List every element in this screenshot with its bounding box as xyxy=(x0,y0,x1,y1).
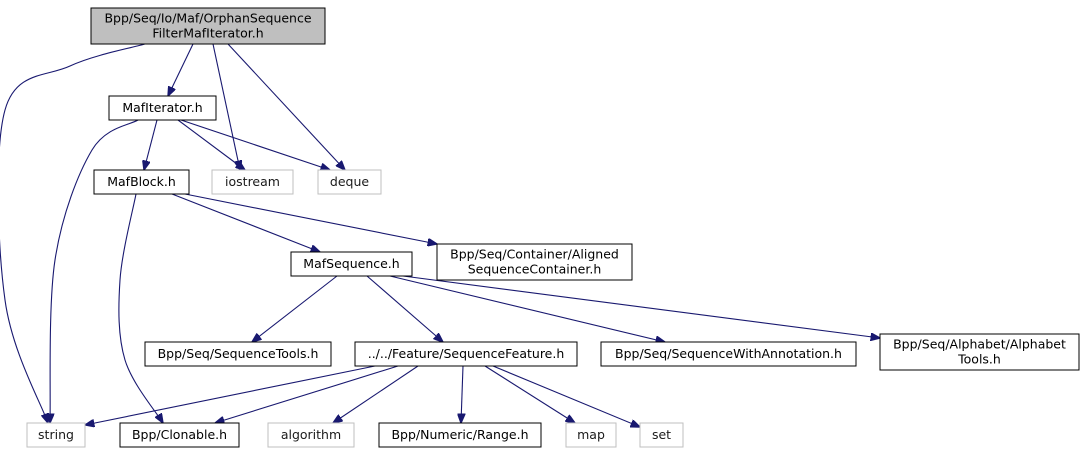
edge-orphan-to-string xyxy=(0,43,146,423)
node-box xyxy=(144,341,332,367)
node-label-line: deque xyxy=(330,174,369,189)
edge-line xyxy=(389,275,665,342)
node-label-line: algorithm xyxy=(281,427,341,442)
edge-mafblock-to-clonable xyxy=(118,193,163,423)
edge-mafsequence-to-alphabettools xyxy=(402,275,880,338)
edge-line xyxy=(177,119,245,170)
node-box xyxy=(267,422,355,448)
node-box xyxy=(90,7,326,45)
node-range[interactable]: Bpp/Numeric/Range.h xyxy=(378,422,542,448)
node-alignedcontainer[interactable]: Bpp/Seq/Container/AlignedSequenceContain… xyxy=(436,243,633,281)
edges-layer xyxy=(0,43,880,427)
edge-mafiterator-to-string xyxy=(50,119,139,423)
edge-line xyxy=(212,43,240,170)
node-label-line: Bpp/Seq/Alphabet/Alphabet xyxy=(893,337,1066,352)
edge-line xyxy=(0,43,146,423)
edge-mafsequence-to-sequencetools xyxy=(252,275,338,342)
node-sequencetools[interactable]: Bpp/Seq/SequenceTools.h xyxy=(144,341,332,367)
edge-mafblock-to-mafsequence xyxy=(171,193,320,252)
node-box xyxy=(119,422,240,448)
node-box xyxy=(600,341,857,367)
node-label-line: Bpp/Seq/SequenceWithAnnotation.h xyxy=(615,346,842,361)
node-seqwithannotation[interactable]: Bpp/Seq/SequenceWithAnnotation.h xyxy=(600,341,857,367)
node-deque: deque xyxy=(317,169,382,195)
node-box xyxy=(290,251,413,277)
edge-line xyxy=(215,365,399,423)
node-box xyxy=(93,169,190,195)
node-label-line: Bpp/Numeric/Range.h xyxy=(391,427,528,442)
edge-line xyxy=(168,43,194,96)
node-label-line: SequenceContainer.h xyxy=(468,262,602,277)
node-mafiterator[interactable]: MafIterator.h xyxy=(108,95,217,121)
edge-sequencefeature-to-set xyxy=(492,365,640,427)
edge-orphan-to-deque xyxy=(227,43,345,170)
node-label-line: MafBlock.h xyxy=(107,174,176,189)
node-label-line: Bpp/Clonable.h xyxy=(132,427,227,442)
node-label-line: Tools.h xyxy=(957,352,1001,367)
edge-sequencefeature-to-algorithm xyxy=(333,365,419,423)
edge-line xyxy=(171,193,320,252)
edge-line xyxy=(118,193,163,423)
edge-mafsequence-to-seqwithannotation xyxy=(389,275,665,342)
edge-line xyxy=(402,275,880,338)
node-box xyxy=(639,422,684,448)
edge-line xyxy=(180,119,330,170)
edge-line xyxy=(227,43,345,170)
edge-line xyxy=(144,119,158,170)
node-box xyxy=(108,95,217,121)
edge-sequencefeature-to-string xyxy=(85,365,376,425)
node-label-line: Bpp/Seq/SequenceTools.h xyxy=(158,346,319,361)
node-sequencefeature[interactable]: ../../Feature/SequenceFeature.h xyxy=(354,341,578,367)
node-label-line: iostream xyxy=(225,174,280,189)
node-string: string xyxy=(26,422,86,448)
node-box xyxy=(565,422,617,448)
node-box xyxy=(879,333,1080,371)
node-label-line: map xyxy=(577,427,605,442)
edge-line xyxy=(484,365,575,423)
node-box xyxy=(354,341,578,367)
node-algorithm: algorithm xyxy=(267,422,355,448)
node-clonable[interactable]: Bpp/Clonable.h xyxy=(119,422,240,448)
edge-line xyxy=(461,365,463,423)
edge-sequencefeature-to-range xyxy=(461,365,463,423)
edge-mafsequence-to-sequencefeature xyxy=(366,275,443,342)
node-label-line: MafIterator.h xyxy=(122,100,202,115)
node-map: map xyxy=(565,422,617,448)
edge-sequencefeature-to-map xyxy=(484,365,575,423)
node-label-line: set xyxy=(652,427,671,442)
node-set: set xyxy=(639,422,684,448)
edge-sequencefeature-to-clonable xyxy=(215,365,399,423)
edge-line xyxy=(50,119,139,423)
edge-mafiterator-to-deque xyxy=(180,119,330,170)
nodes-layer: Bpp/Seq/Io/Maf/OrphanSequenceFilterMafIt… xyxy=(26,7,1080,448)
edge-mafiterator-to-iostream xyxy=(177,119,245,170)
node-box xyxy=(26,422,86,448)
edge-orphan-to-mafiterator xyxy=(168,43,194,96)
node-label-line: MafSequence.h xyxy=(303,256,399,271)
edge-mafblock-to-alignedcontainer xyxy=(184,193,437,244)
node-mafsequence[interactable]: MafSequence.h xyxy=(290,251,413,277)
node-label-line: Bpp/Seq/Io/Maf/OrphanSequence xyxy=(104,11,311,26)
edge-line xyxy=(333,365,419,423)
node-box xyxy=(436,243,633,281)
edge-line xyxy=(492,365,640,427)
edge-mafiterator-to-mafblock xyxy=(144,119,158,170)
node-label-line: Bpp/Seq/Container/Aligned xyxy=(450,247,619,262)
node-box xyxy=(317,169,382,195)
edge-line xyxy=(85,365,376,425)
edge-orphan-to-iostream xyxy=(212,43,240,170)
node-label-line: ../../Feature/SequenceFeature.h xyxy=(368,346,565,361)
node-box xyxy=(211,169,294,195)
node-box xyxy=(378,422,542,448)
node-iostream: iostream xyxy=(211,169,294,195)
node-mafblock[interactable]: MafBlock.h xyxy=(93,169,190,195)
edge-line xyxy=(366,275,443,342)
edge-line xyxy=(184,193,437,244)
node-label-line: FilterMafIterator.h xyxy=(152,26,263,41)
node-label-line: string xyxy=(38,427,74,442)
edge-line xyxy=(252,275,338,342)
node-orphan[interactable]: Bpp/Seq/Io/Maf/OrphanSequenceFilterMafIt… xyxy=(90,7,326,45)
